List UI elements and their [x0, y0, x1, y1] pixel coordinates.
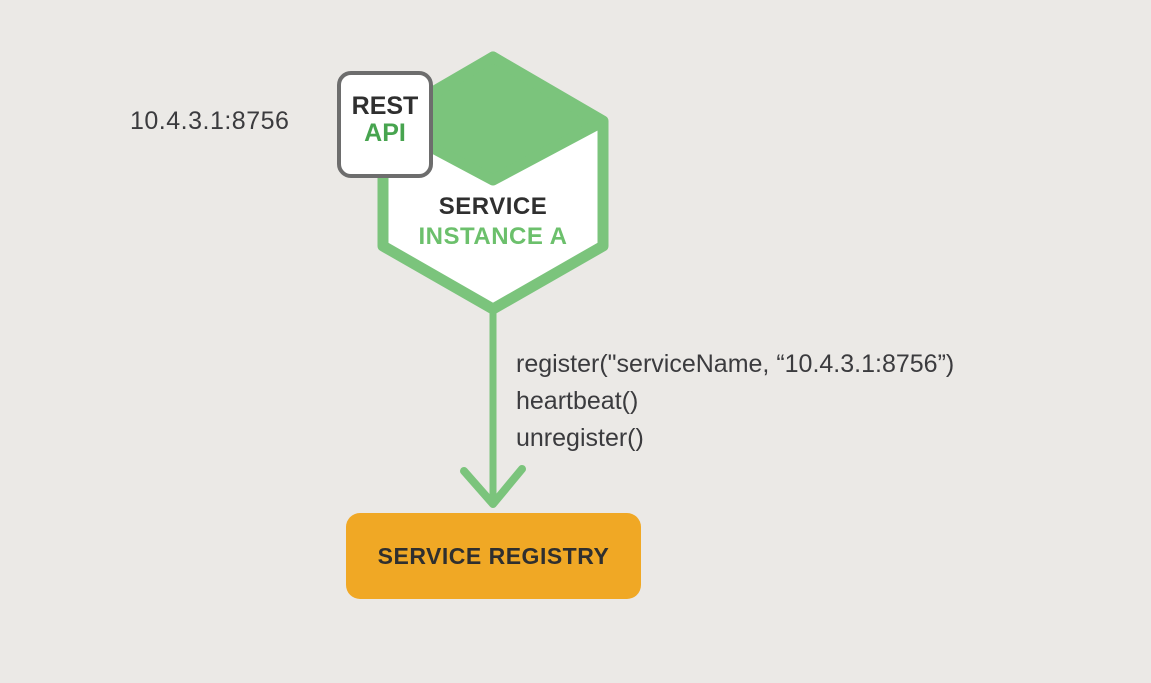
rest-api-badge: REST API — [337, 71, 433, 178]
service-registry-box: SERVICE REGISTRY — [346, 513, 641, 599]
rest-label: REST — [351, 92, 419, 120]
service-registry-label: SERVICE REGISTRY — [377, 542, 610, 569]
api-label: API — [364, 119, 406, 147]
operation-heartbeat: heartbeat() — [516, 387, 639, 415]
registry-operations-list: register("serviceName, “10.4.3.1:8756”) … — [516, 346, 954, 457]
registration-arrow-head — [460, 465, 526, 508]
service-instance-label: SERVICE INSTANCE A — [383, 192, 603, 252]
operation-register: register("serviceName, “10.4.3.1:8756”) — [516, 350, 955, 378]
service-label: SERVICE — [438, 193, 548, 220]
instance-a-label: INSTANCE A — [418, 223, 568, 250]
operation-unregister: unregister() — [516, 424, 644, 452]
ip-address-label: 10.4.3.1:8756 — [130, 107, 290, 135]
